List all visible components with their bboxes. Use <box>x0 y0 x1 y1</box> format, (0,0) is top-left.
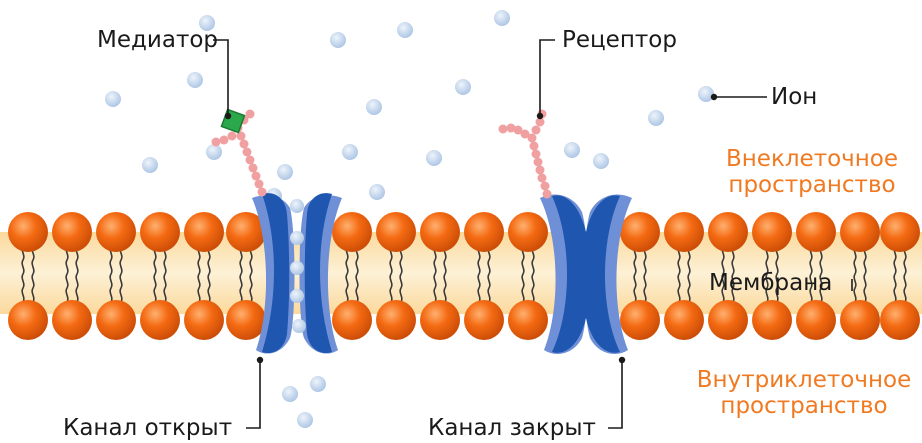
ion <box>105 91 121 107</box>
ion <box>397 22 413 38</box>
ion <box>593 153 609 169</box>
lipid-head <box>184 212 224 252</box>
lipid-head <box>464 300 504 340</box>
lipid-head <box>840 212 880 252</box>
lipid-head <box>226 300 266 340</box>
lipid-head <box>464 212 504 252</box>
lipid-head <box>620 300 660 340</box>
membrane-label: Мембрана <box>709 270 832 296</box>
ion <box>277 164 293 180</box>
lipid-head <box>880 300 920 340</box>
intracellular-label: Внутриклеточное пространство <box>690 367 918 419</box>
ion-in-channel <box>290 289 304 303</box>
ion <box>648 110 664 126</box>
lipid-head <box>880 212 920 252</box>
channel-open-label: Канал открыт <box>63 415 232 441</box>
ion-in-channel <box>290 261 304 275</box>
ion-in-channel <box>290 199 304 213</box>
lipid-head <box>52 300 92 340</box>
ion <box>426 150 442 166</box>
lipid-head <box>420 300 460 340</box>
lipid-head <box>96 300 136 340</box>
receptor-label: Рецептор <box>562 27 677 53</box>
receptor-free <box>499 110 552 199</box>
lipid-head <box>508 212 548 252</box>
ion <box>282 386 298 402</box>
ion <box>342 144 358 160</box>
lipid-head <box>332 300 372 340</box>
intracellular-line1: Внутриклеточное <box>690 367 918 393</box>
lipid-head <box>752 300 792 340</box>
ion-label: Ион <box>771 84 817 110</box>
ion <box>187 72 203 88</box>
mediator-label: Медиатор <box>97 27 218 53</box>
ion <box>366 99 382 115</box>
lipid-head <box>420 212 460 252</box>
lipid-head <box>796 212 836 252</box>
extracellular-line1: Внеклеточное <box>706 146 918 172</box>
lipid-head <box>708 212 748 252</box>
ion <box>564 142 580 158</box>
ion-in-channel <box>292 319 306 333</box>
ion <box>310 376 326 392</box>
lipid-head <box>8 212 48 252</box>
lipid-head <box>52 212 92 252</box>
lipid-head <box>508 300 548 340</box>
intracellular-line2: пространство <box>690 393 918 419</box>
extracellular-label: Внеклеточное пространство <box>706 146 918 198</box>
lipid-head <box>796 300 836 340</box>
ion <box>455 79 471 95</box>
lipid-head <box>332 212 372 252</box>
lipid-head <box>184 300 224 340</box>
lipid-head <box>752 212 792 252</box>
lipid-head <box>96 212 136 252</box>
ion-in-channel <box>290 231 304 245</box>
ion <box>369 184 385 200</box>
channel-closed-label: Канал закрыт <box>428 415 596 441</box>
lipid-head <box>8 300 48 340</box>
ion <box>142 157 158 173</box>
lipid-head <box>664 212 704 252</box>
ion <box>494 10 510 26</box>
channel-open-leader <box>246 360 260 428</box>
ion <box>297 412 313 428</box>
lipid-head <box>376 300 416 340</box>
extracellular-line2: пространство <box>706 172 918 198</box>
lipid-head <box>708 300 748 340</box>
ion <box>330 32 346 48</box>
lipid-head <box>664 300 704 340</box>
ion <box>206 144 222 160</box>
lipid-head <box>620 212 660 252</box>
receptor-leader <box>540 40 555 116</box>
lipid-head <box>140 212 180 252</box>
lipid-head <box>376 212 416 252</box>
channel-closed-leader <box>608 360 622 428</box>
lipid-head <box>840 300 880 340</box>
lipid-head <box>140 300 180 340</box>
ion <box>698 86 714 102</box>
